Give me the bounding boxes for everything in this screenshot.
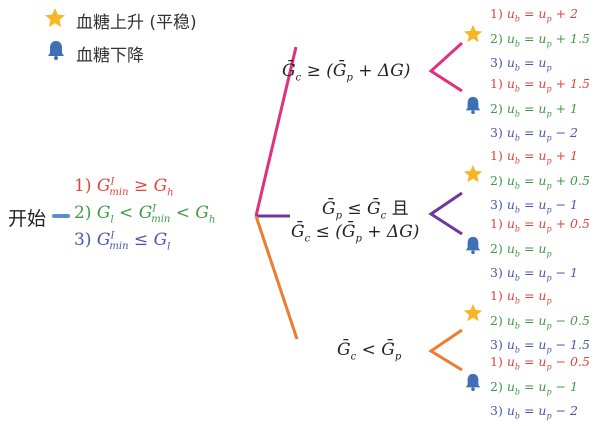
legend-down-label: 血糖下降 <box>76 46 144 66</box>
branch-line-1 <box>254 46 298 217</box>
bell-icon <box>465 96 481 114</box>
rule-line: 2) ub = up + 1 <box>490 100 578 119</box>
rules-group: 1) ub = up 2) ub = up − 0.5 3) ub = up − 1… <box>490 286 590 360</box>
rules-group: 1) ub = up + 1.5 2) ub = up + 1 3) ub = up… <box>490 74 590 148</box>
rule-line: 1) ub = up + 1 <box>490 148 578 166</box>
branch-2-condition-line1: Ḡp ≤ Ḡc 且 <box>322 199 409 222</box>
rule-line: 1) ub = up + 0.5 <box>490 216 590 234</box>
fork-1 <box>428 41 464 93</box>
bell-icon <box>465 373 481 391</box>
rule-line: 1) ub = up − 0.5 <box>490 354 590 372</box>
branch-3-condition: Ḡc < Ḡp <box>337 340 402 363</box>
star-icon <box>463 164 483 183</box>
rule-line: 1) ub = up + 1.5 <box>490 76 590 94</box>
rules-group: 1) ub = up + 2 2) ub = up + 1.5 3) ub = up <box>490 4 590 78</box>
rule-line: 3) ub = up <box>490 55 552 73</box>
star-icon <box>463 303 483 322</box>
rule-line: 3) ub = up − 1.5 <box>490 337 590 355</box>
tree-connectors <box>52 41 464 372</box>
start-condition-3: 3) GImin ≤ Gl <box>74 230 171 253</box>
rule-line: 2) ub = up − 0.5 <box>490 312 590 331</box>
fork-3 <box>428 328 463 372</box>
branch-line-3 <box>254 215 299 340</box>
bell-icon <box>48 41 64 60</box>
bell-icon <box>465 236 481 254</box>
rule-line: 1) ub = up <box>490 288 552 306</box>
rule-line: 2) ub = up + 1.5 <box>490 30 590 49</box>
rule-line: 2) ub = up − 1 <box>490 378 578 397</box>
legend: 血糖上升 (平稳) 血糖下降 <box>44 6 244 66</box>
start-condition-2: 2) Gl < GImin < Gh <box>74 203 216 226</box>
rule-line: 3) ub = up − 1 <box>490 197 578 215</box>
branch-1-condition: Ḡc ≥ (Ḡp + ΔG) <box>282 61 411 84</box>
rule-line: 2) ub = up + 0.5 <box>490 172 590 191</box>
rules-group: 1) ub = up + 0.5 2) ub = up 3) ub = up − 1 <box>490 214 590 288</box>
star-icon <box>45 8 65 27</box>
rule-line: 3) ub = up − 2 <box>490 403 578 421</box>
branch-2-condition-line2: Ḡc ≤ (Ḡp + ΔG) <box>291 222 420 245</box>
rule-line: 3) ub = up − 1 <box>490 265 578 283</box>
start-condition-1: 1) GImin ≥ Gh <box>74 176 174 199</box>
rule-line: 2) ub = up <box>490 240 552 259</box>
star-icon <box>463 24 483 43</box>
rule-line: 1) ub = up + 2 <box>490 6 578 24</box>
start-label: 开始 <box>8 208 47 230</box>
rules-group: 1) ub = up − 0.5 2) ub = up − 1 3) ub = up… <box>490 352 590 426</box>
legend-up-label: 血糖上升 (平稳) <box>76 13 197 33</box>
rules-group: 1) ub = up + 1 2) ub = up + 0.5 3) ub = up… <box>490 146 590 220</box>
fork-2 <box>428 191 463 236</box>
rule-line: 3) ub = up − 2 <box>490 125 578 143</box>
